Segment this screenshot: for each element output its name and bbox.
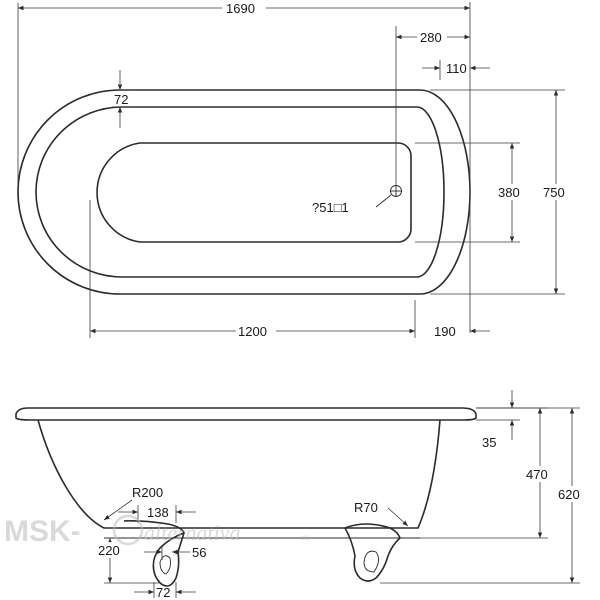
watermark-script: alternativa [144,520,241,545]
tub-body-side [37,419,441,529]
foot-width-value: 72 [156,585,170,600]
radius-large-value: R200 [132,485,163,500]
watermark: MSK- alternativa .ru [4,514,309,548]
depth-value: 470 [526,467,548,482]
rim-thickness-value: 35 [482,435,496,450]
radius-large-leader [103,499,133,521]
tub-basin-outline [96,142,412,243]
foot-spacing-value: 138 [147,505,169,520]
foot-offset-value: 56 [192,545,206,560]
overall-width-value: 750 [543,185,565,200]
tub-outer-outline [17,89,471,295]
waste-hole-icon [390,185,402,197]
rim-offset-value: 110 [446,61,467,76]
left-foot-icon [123,520,186,587]
right-foot-icon [343,523,401,582]
inner-width-value: 380 [498,185,520,200]
waste-leader-line [375,194,392,208]
radius-small-value: R70 [354,500,378,515]
overall-length-value: 1690 [226,1,255,16]
watermark-logo-icon [112,514,144,546]
radius-small-leader [387,507,409,527]
overall-height-value: 620 [558,487,580,502]
inner-length-value: 1200 [238,324,267,339]
waste-offset-value: 280 [420,30,442,45]
watermark-suffix: .ru [300,533,309,542]
rim-width-value: 72 [114,92,128,107]
waste-label: ?51□1 [312,200,349,215]
foot-height-value: 220 [98,543,120,558]
watermark-brand: MSK- [4,515,81,548]
end-offset-value: 190 [434,324,456,339]
side-view: 35 470 620 R200 R70 138 220 [15,390,590,600]
tub-rim-side [15,407,477,421]
top-view: ?51□1 1690 280 110 72 380 750 [17,0,573,339]
